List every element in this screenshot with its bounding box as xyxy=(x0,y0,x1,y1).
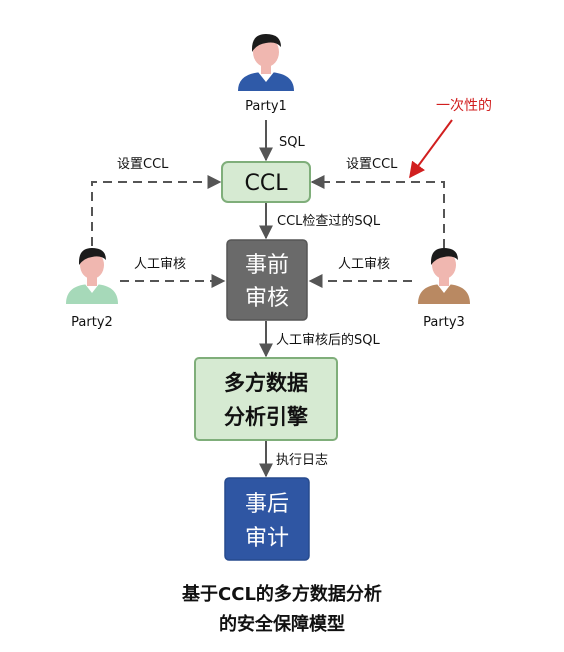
pre-review-line1: 事前 xyxy=(245,253,289,278)
ccl-node-label: CCL xyxy=(245,171,289,196)
annotation-arrow xyxy=(409,119,453,179)
party3-label: Party3 xyxy=(423,315,465,330)
caption-line1: 基于CCL的多方数据分析 xyxy=(181,583,382,605)
pre-review-node xyxy=(226,239,308,321)
engine-node xyxy=(194,357,338,441)
ccl-node xyxy=(221,161,311,203)
edge-party2-set-ccl xyxy=(91,175,222,246)
post-audit-node xyxy=(224,477,310,561)
party2-label: Party2 xyxy=(71,315,113,330)
edge-label-manual-review-right: 人工审核 xyxy=(338,257,390,272)
edge-label-ccl-checked-sql: CCL检查过的SQL xyxy=(277,213,381,229)
party2-person-icon xyxy=(66,248,118,304)
edge-label-manual-review-left: 人工审核 xyxy=(134,257,186,272)
edge-party3-set-ccl xyxy=(310,175,445,248)
caption-line2: 的安全保障模型 xyxy=(219,613,345,635)
post-audit-line1: 事后 xyxy=(245,492,289,517)
party1-label: Party1 xyxy=(245,99,287,114)
annotation-one-time: 一次性的 xyxy=(436,98,492,114)
engine-line1: 多方数据 xyxy=(224,371,308,395)
edge-label-set-ccl-right: 设置CCL xyxy=(346,157,398,172)
engine-line2: 分析引擎 xyxy=(224,405,308,429)
edge-label-set-ccl-left: 设置CCL xyxy=(117,157,169,172)
party1-person-icon xyxy=(238,34,294,91)
post-audit-line2: 审计 xyxy=(245,526,289,551)
edge-label-exec-log: 执行日志 xyxy=(276,453,328,468)
pre-review-line2: 审核 xyxy=(245,286,289,311)
edge-label-reviewed-sql: 人工审核后的SQL xyxy=(276,332,380,348)
party3-person-icon xyxy=(418,248,470,304)
edge-label-sql: SQL xyxy=(279,135,305,150)
